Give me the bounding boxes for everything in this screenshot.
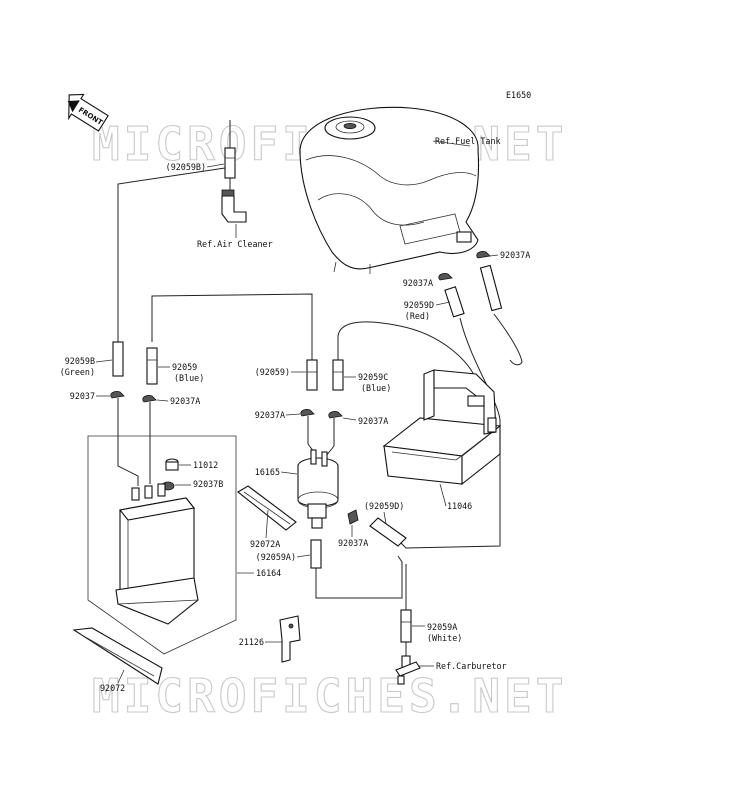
label-92059a-paren: (92059A) <box>256 552 296 562</box>
label-11046: 11046 <box>447 501 472 511</box>
label-92059b-green-color: (Green) <box>60 367 95 377</box>
hose-tank-right <box>479 264 503 312</box>
label-92037: 92037 <box>70 391 95 401</box>
label-21126: 21126 <box>239 637 264 647</box>
label-92037a-mid-left: 92037A <box>255 410 285 420</box>
hose-92059c <box>332 359 344 391</box>
label-92037a-tank: 92037A <box>403 278 433 288</box>
hose-92059a-mid <box>310 539 322 569</box>
carburetor-fitting <box>395 655 421 685</box>
clip-92037 <box>110 391 125 399</box>
watermark-bottom: MICROFICHES.NET <box>92 669 567 723</box>
clip-92037a-tank-right <box>476 251 491 259</box>
label-92059-blue-color: (Blue) <box>174 373 204 383</box>
hose-92059b-green <box>112 341 124 377</box>
label-92072: 92072 <box>100 683 125 693</box>
diagram-code: E1650 <box>506 90 531 100</box>
air-cleaner-elbow <box>221 195 247 223</box>
label-92059d-red-num: 92059D <box>404 300 434 310</box>
label-11012: 11012 <box>193 460 218 470</box>
ref-air-cleaner-label: Ref.Air Cleaner <box>197 239 273 249</box>
label-92059-mid: (92059) <box>255 367 290 377</box>
label-92059b-top: (92059B) <box>166 162 206 172</box>
label-92059c-color: (Blue) <box>361 383 391 393</box>
label-92037a-left: 92037A <box>170 396 200 406</box>
hose-92059a-white <box>400 609 412 643</box>
hose-92059-blue <box>146 347 158 385</box>
canister-group-outline <box>87 435 237 655</box>
label-92037b: 92037B <box>193 479 223 489</box>
fuel-tank-illustration <box>299 106 479 274</box>
front-arrow-icon: FRONT <box>67 93 109 132</box>
canister-16164 <box>115 483 199 625</box>
label-92059b-green-num: 92059B <box>65 356 95 366</box>
label-92037a-mid-right: 92037A <box>358 416 388 426</box>
hose-line-blue <box>151 293 313 360</box>
hose-line-green <box>117 167 226 342</box>
hose-line-tank-right <box>493 313 523 366</box>
hose-92059d-red <box>444 286 465 318</box>
label-92059a-white-color: (White) <box>427 633 462 643</box>
hose-92059-mid <box>306 359 318 391</box>
hose-line-92059c <box>337 321 479 385</box>
fuel-pump-16165 <box>297 449 339 529</box>
clip-92037a-left <box>142 395 157 403</box>
label-92059d-red-color: (Red) <box>405 311 430 321</box>
label-16165: 16165 <box>255 467 280 477</box>
label-92059a-white-num: 92059A <box>427 622 457 632</box>
label-16164: 16164 <box>256 568 281 578</box>
bracket-21126 <box>279 615 301 663</box>
label-92072a: 92072A <box>250 539 280 549</box>
label-92037a-low: 92037A <box>338 538 368 548</box>
ref-fuel-tank-label: Ref.Fuel Tank <box>435 136 501 146</box>
clip-92037a-mid-right <box>328 411 343 419</box>
clip-92037a-low <box>347 509 359 525</box>
ref-carburetor-label: Ref.Carburetor <box>436 661 507 671</box>
label-92059-blue-num: 92059 <box>172 362 197 372</box>
hose-92059d-lower <box>369 517 407 547</box>
clip-92037a-mid-left <box>300 409 315 417</box>
hose-line-92059a <box>315 555 403 599</box>
hose-92059b-top <box>224 147 236 179</box>
label-92059c-num: 92059C <box>358 372 388 382</box>
tray-11046 <box>382 369 502 486</box>
clip-92037a-tank <box>438 273 453 281</box>
label-92037a-tank-right: 92037A <box>500 250 530 260</box>
label-92059d-paren: (92059D) <box>364 501 404 511</box>
